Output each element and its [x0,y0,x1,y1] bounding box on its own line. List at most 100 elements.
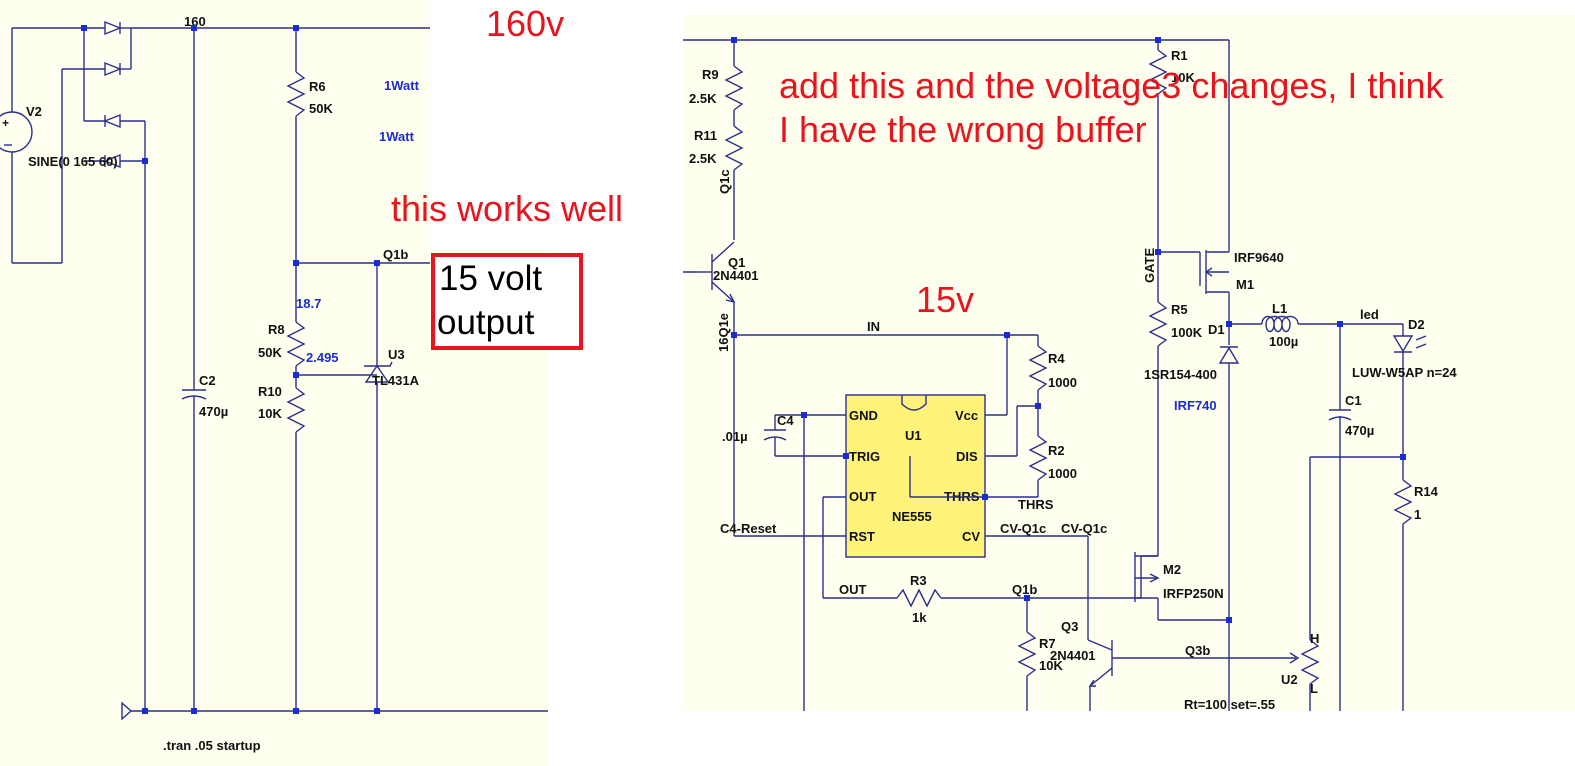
v2-value: SINE(0 165 60) [28,154,118,169]
r8-value: 50K [258,345,282,360]
m1-mosfet [1204,250,1229,294]
r4-name: R4 [1048,351,1065,366]
r9-resistor [724,65,744,111]
q3-value: 2N4401 [1050,648,1096,663]
net-160-label: 160 [184,14,206,29]
r11-value: 2.5K [689,151,717,166]
u3-name: U3 [388,347,405,362]
net-q1c-label: Q1c [717,169,732,194]
m2-name: M2 [1163,562,1181,577]
r5-value: 100K [1171,325,1203,340]
r10-resistor [286,387,306,433]
u2-name: U2 [1281,672,1298,687]
l1-inductor [1261,315,1299,333]
net-in-label: IN [867,319,880,334]
r2-name: R2 [1048,443,1065,458]
u1-pin-rst: RST [849,529,875,544]
u2-potentiometer [1300,639,1320,685]
q1-name: Q1 [728,255,745,270]
right-schematic: R9 2.5K R11 2.5K Q1c Q1 2N4401 16Q1e IN [683,37,1457,712]
r1-resistor [1148,49,1168,95]
u1-value: NE555 [892,509,932,524]
r8-resistor [286,321,306,367]
r2-resistor [1028,435,1048,481]
r2-value: 1000 [1048,466,1077,481]
r9-value: 2.5K [689,91,717,106]
r10-name: R10 [258,384,282,399]
r7-resistor [1017,631,1037,677]
d2-value: LUW-W5AP n=24 [1352,365,1457,380]
l1-value: 100µ [1269,334,1298,349]
net-q1b-left-label: Q1b [383,247,408,262]
d2-emission-icon [1415,335,1427,349]
d2-name: D2 [1408,317,1425,332]
r5-name: R5 [1171,302,1188,317]
net-cv-q1c-a-label: CV-Q1c [1000,521,1046,536]
q1-value: 2N4401 [713,268,759,283]
annotation-160v: 160v [486,3,564,44]
u3-value: TL431A [372,373,420,388]
m1-value: IRF9640 [1234,250,1284,265]
r3-name: R3 [910,573,927,588]
r6-name: R6 [309,79,326,94]
v2-voltage-source: + [0,111,33,153]
u1-pin-cv: CV [962,529,980,544]
u2-h-label: H [1310,631,1319,646]
u1-pin-gnd: GND [849,408,878,423]
r1-value: 10K [1171,70,1195,85]
u2-l-label: L [1310,681,1318,696]
net-2-495-label: 2.495 [306,350,339,365]
svg-text:+: + [2,116,9,130]
r6-resistor [286,71,306,117]
output-callout-line2: output [437,303,535,342]
d1-value: 1SR154-400 [1144,367,1217,382]
r11-name: R11 [694,128,717,143]
u1-pin-out: OUT [849,489,877,504]
annotation-add-line2: I have the wrong buffer [779,109,1147,150]
ground-symbol [121,701,133,721]
l1-name: L1 [1272,301,1287,316]
c4-value: .01µ [722,429,748,444]
r14-value: 1 [1414,507,1421,522]
annotation-add-line1: add this and the voltage3 changes, I thi… [779,65,1444,106]
net-thrs-label: THRS [1018,497,1054,512]
net-q3b-label: Q3b [1185,643,1210,658]
v2-name: V2 [26,104,42,119]
net-q1b-right-label: Q1b [1012,582,1037,597]
u1-ne555-body [845,394,986,558]
q3-name: Q3 [1061,619,1078,634]
c2-name: C2 [199,373,216,388]
r9-name: R9 [702,67,719,82]
r5-resistor [1148,301,1168,347]
r7-name: R7 [1039,636,1056,651]
r3-resistor [896,588,942,608]
watt-label-1: 1Watt [384,78,420,93]
output-callout-line1: 15 volt [439,259,542,298]
r7-value: 10K [1039,658,1063,673]
annotation-works-well: this works well [391,188,623,229]
net-out-label: OUT [839,582,867,597]
net-c4-reset-label: C4-Reset [720,521,777,536]
r14-name: R14 [1414,484,1439,499]
r1-name: R1 [1171,48,1188,63]
net-q1e-label: 16Q1e [716,313,731,352]
r10-value: 10K [258,406,282,421]
u1-pin-dis: DIS [956,449,978,464]
net-gate-label: GATE [1142,248,1157,283]
left-panel-cutout [430,0,550,250]
c1-value: 470µ [1345,423,1374,438]
r4-value: 1000 [1048,375,1077,390]
u1-pin-trig: TRIG [849,449,880,464]
r6-value: 50K [309,101,333,116]
u1-pin-vcc: Vcc [955,408,978,423]
m1-name: M1 [1236,277,1254,292]
watt-label-2: 1Watt [379,129,415,144]
output-callout-box [431,253,583,350]
q1-transistor [700,241,736,304]
r11-resistor [724,125,744,171]
u1-name: U1 [905,428,922,443]
annotation-15v: 15v [916,279,974,320]
left-schematic: + V2 SINE(0 165 60) C2 470µ 160 R6 50K 1… [0,14,548,753]
m2-mosfet [1134,552,1160,602]
